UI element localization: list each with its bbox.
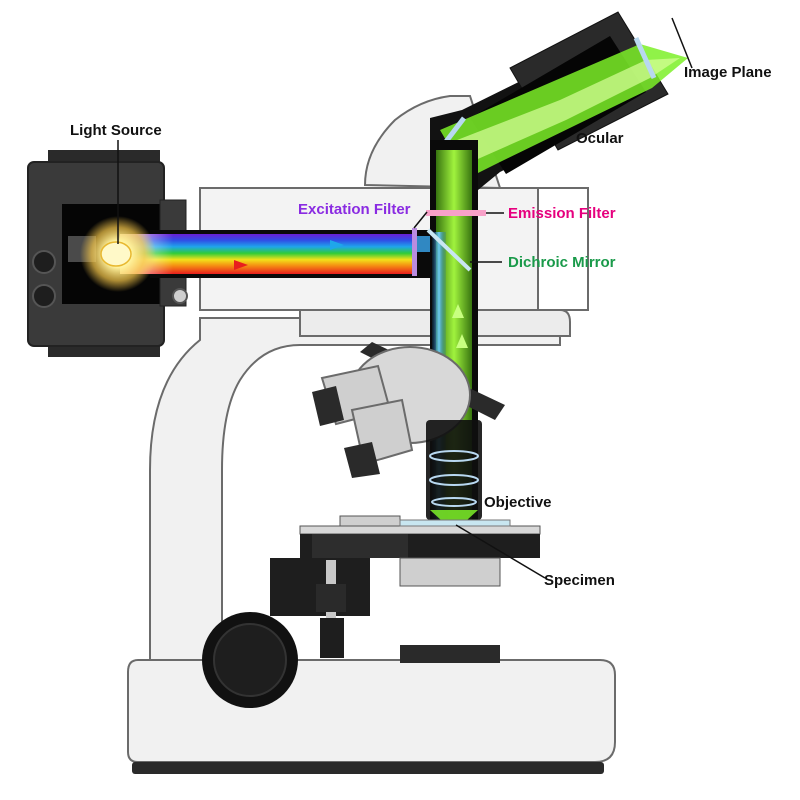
blue-arrow xyxy=(330,240,344,250)
emission-filter xyxy=(426,210,486,216)
image-plane-line xyxy=(671,17,693,69)
base-top-block xyxy=(400,645,500,663)
lamp-house-top xyxy=(48,150,160,164)
spectrum-beam-fade xyxy=(120,234,415,274)
stage-plate-top xyxy=(299,525,541,535)
emission-light-eyepiece-core xyxy=(452,58,680,166)
objective-left-tip xyxy=(312,386,344,426)
lamp-knob-bottom xyxy=(32,284,56,308)
up-arrow-1 xyxy=(456,334,468,348)
dichroic-mirror xyxy=(426,228,472,272)
excitation-filter xyxy=(412,228,417,276)
label-dichroic-mirror: Dichroic Mirror xyxy=(508,254,616,271)
lamp-knob-top xyxy=(32,250,56,274)
lamp-screw xyxy=(172,288,188,304)
bulb xyxy=(100,241,132,267)
objective-lens-2 xyxy=(429,474,479,486)
objective-front-tip xyxy=(344,442,380,478)
stage-clip xyxy=(339,515,401,527)
nosepiece xyxy=(312,342,505,478)
stage-knob-lower xyxy=(320,618,344,658)
objective-lens-3 xyxy=(431,497,477,507)
objective-lens-1 xyxy=(429,450,479,462)
label-emission-filter: Emission Filter xyxy=(508,205,616,222)
up-arrow-2 xyxy=(452,304,464,318)
label-image-plane: Image Plane xyxy=(684,64,772,81)
leader-specimen xyxy=(455,524,546,579)
label-excitation-filter: Excitation Filter xyxy=(298,201,411,218)
label-specimen: Specimen xyxy=(544,572,615,589)
focus-knob-inner xyxy=(213,623,287,697)
stage xyxy=(270,515,541,658)
base-foot xyxy=(132,762,604,774)
red-arrow xyxy=(234,260,248,270)
stage-knob xyxy=(316,584,346,612)
stage-left-block xyxy=(312,534,408,558)
ocular-lens xyxy=(633,36,657,80)
label-objective: Objective xyxy=(484,494,552,511)
label-light-source: Light Source xyxy=(70,122,162,139)
stage-underside xyxy=(399,557,501,587)
microscope-base xyxy=(127,659,616,763)
slide xyxy=(399,519,511,527)
head-right-panel xyxy=(537,187,589,311)
main-objective xyxy=(426,420,482,520)
leader-excitation-filter xyxy=(413,211,428,229)
label-ocular: Ocular xyxy=(576,130,624,147)
